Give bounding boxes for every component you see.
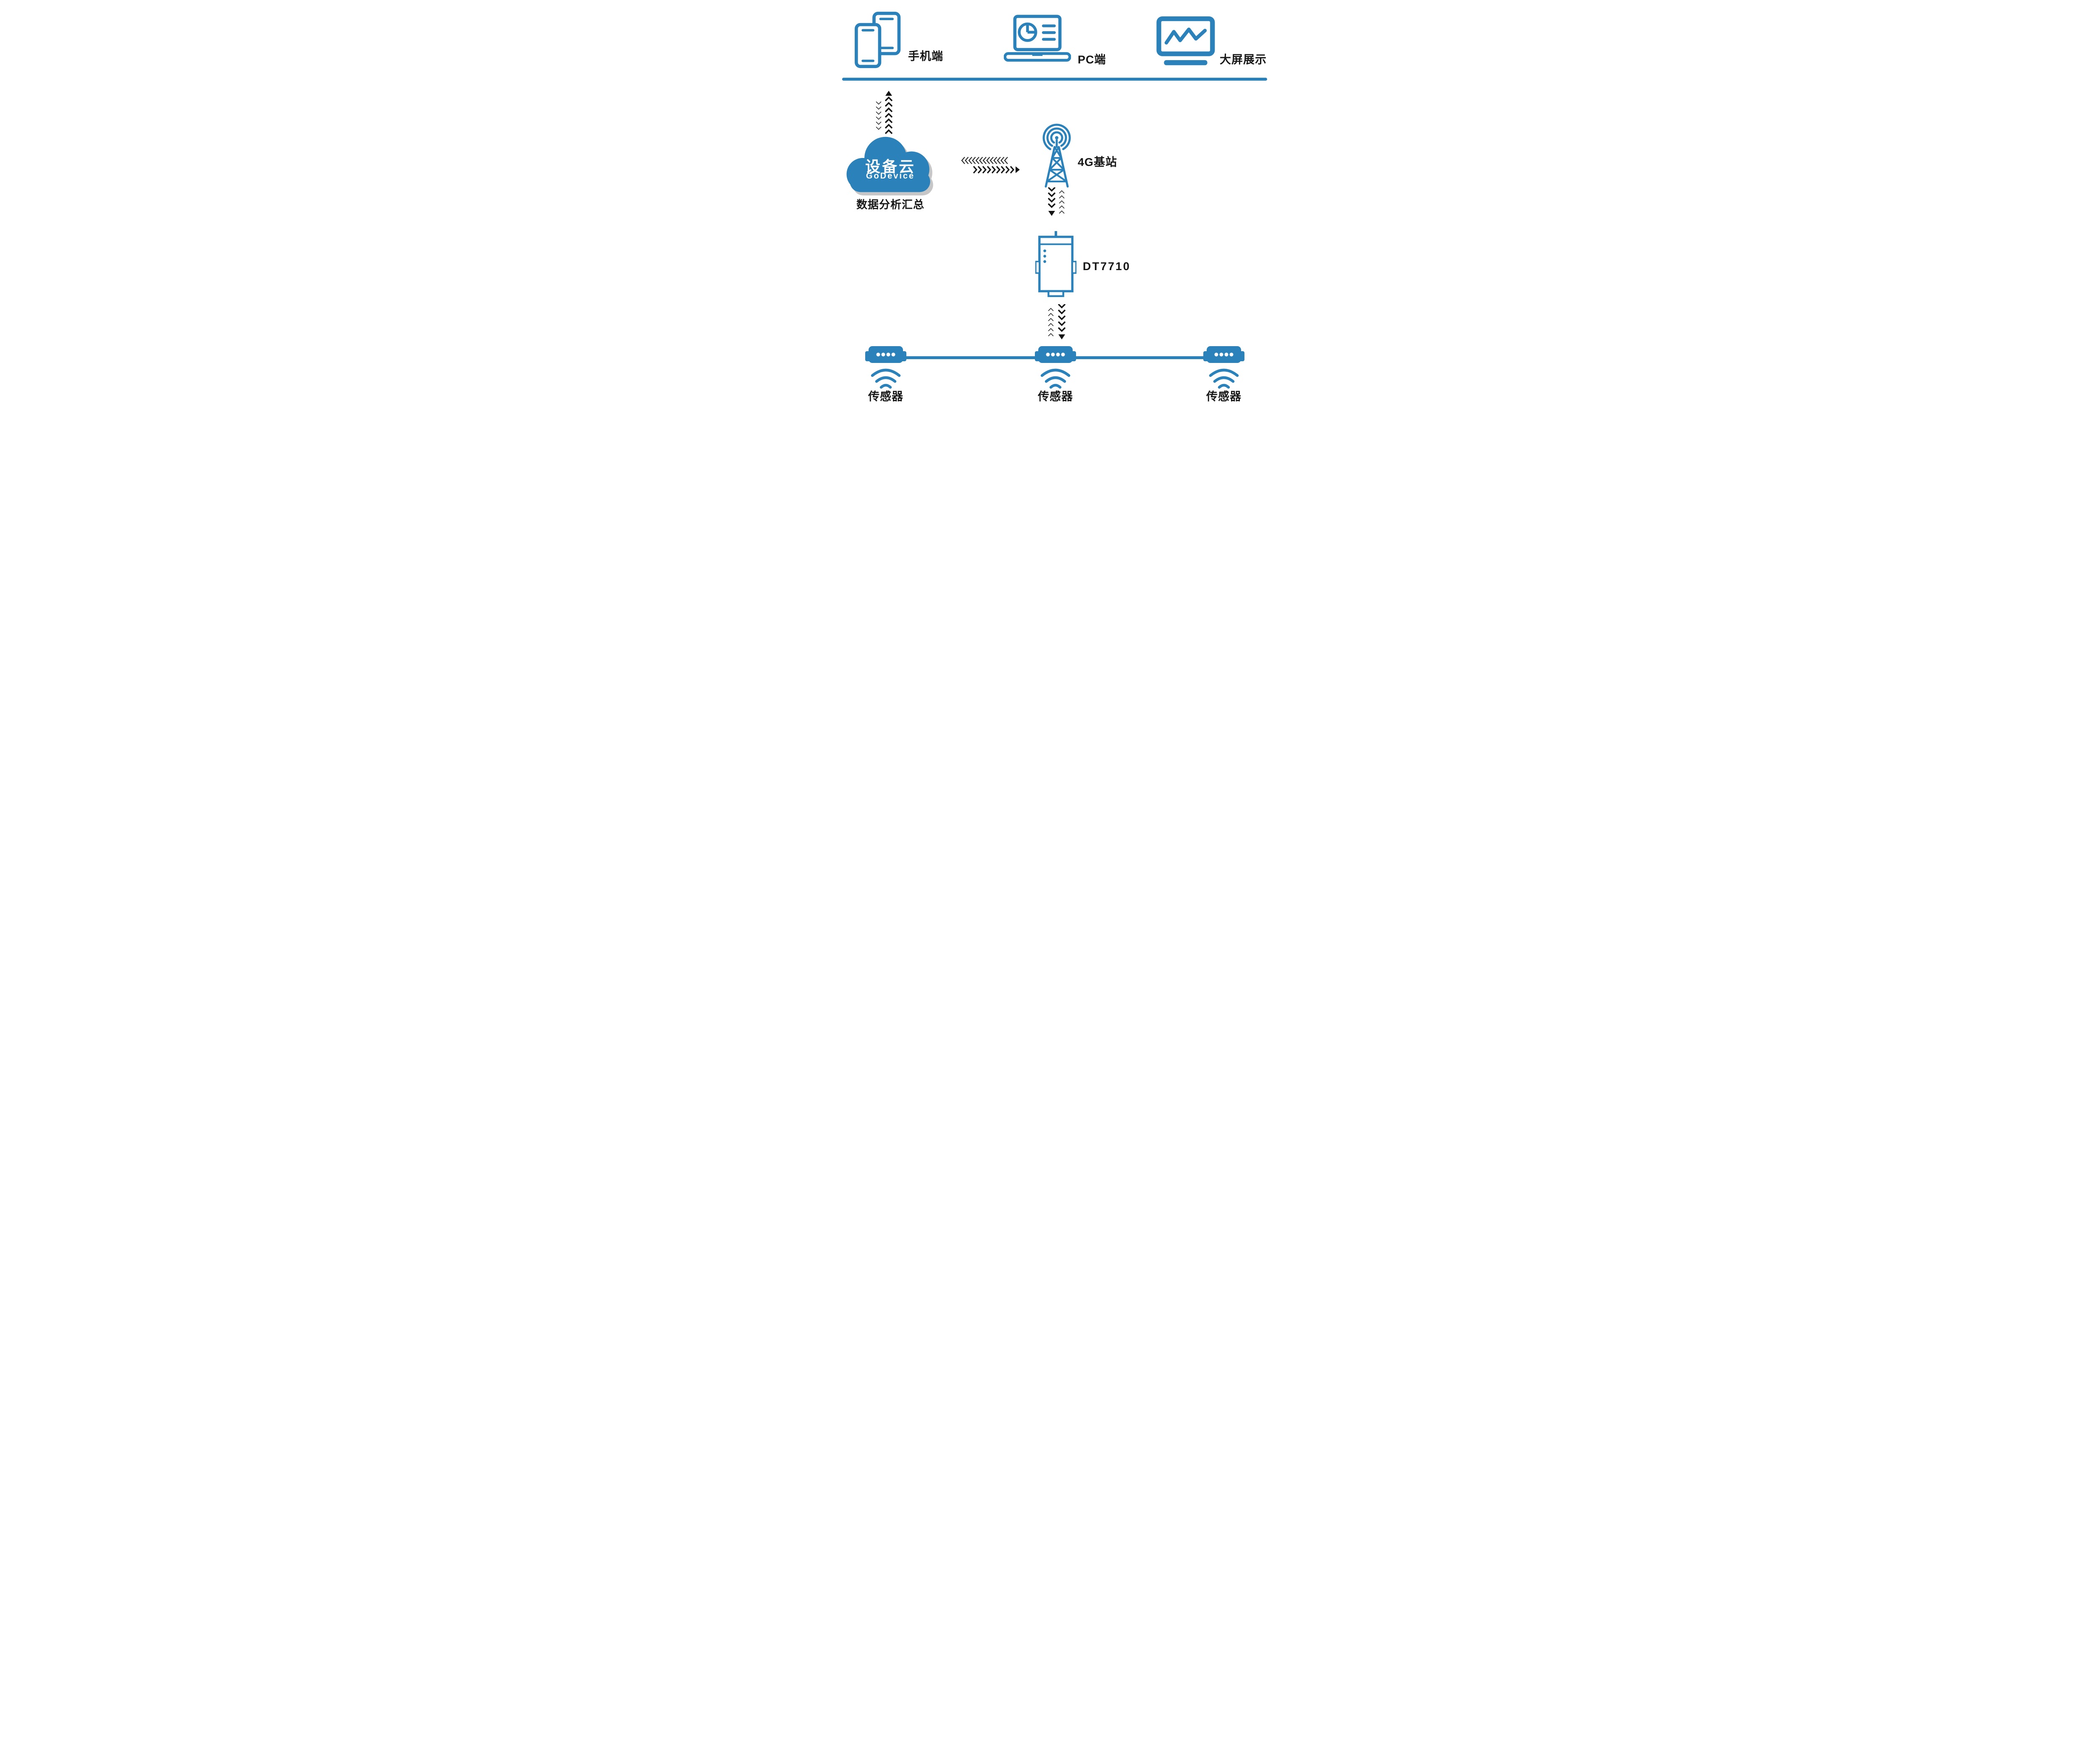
sensor-wireless-icon: [1035, 346, 1076, 389]
tower-gateway-arrows: [1047, 187, 1065, 216]
big-screen-label: 大屏展示: [1220, 53, 1267, 66]
mobile-phones-icon: [855, 11, 901, 68]
dtu-gateway-icon: [1035, 231, 1076, 297]
sensor-label: 传感器: [868, 390, 903, 403]
sensor-wireless-icon: [865, 346, 906, 389]
cloud-icon: [840, 134, 941, 194]
monitor-waveform-icon: [1156, 16, 1215, 66]
sensor-label: 传感器: [1206, 390, 1242, 403]
4g-tower-icon: [1042, 124, 1071, 188]
mobile-label: 手机端: [908, 50, 943, 63]
laptop-pie-chart-icon: [1004, 15, 1071, 62]
sensor-wireless-icon: [1203, 346, 1244, 389]
gateway-sensor-arrows: [1048, 304, 1066, 339]
cloud-title: 设备云: [865, 158, 916, 175]
cloud-tower-arrows: [961, 157, 1020, 174]
diagram-canvas: 手机端 PC端 大屏展示: [714, 0, 1386, 417]
top-separator-line: [842, 78, 1267, 81]
gateway-label: DT7710: [1083, 260, 1131, 273]
cloud-subtitle: GoDevice: [866, 171, 915, 181]
pc-label: PC端: [1078, 53, 1106, 66]
cloud-caption: 数据分析汇总: [856, 198, 924, 211]
cloud-uplink-arrows: [876, 91, 893, 134]
sensor-label: 传感器: [1038, 390, 1073, 403]
base-station-label: 4G基站: [1078, 156, 1118, 168]
